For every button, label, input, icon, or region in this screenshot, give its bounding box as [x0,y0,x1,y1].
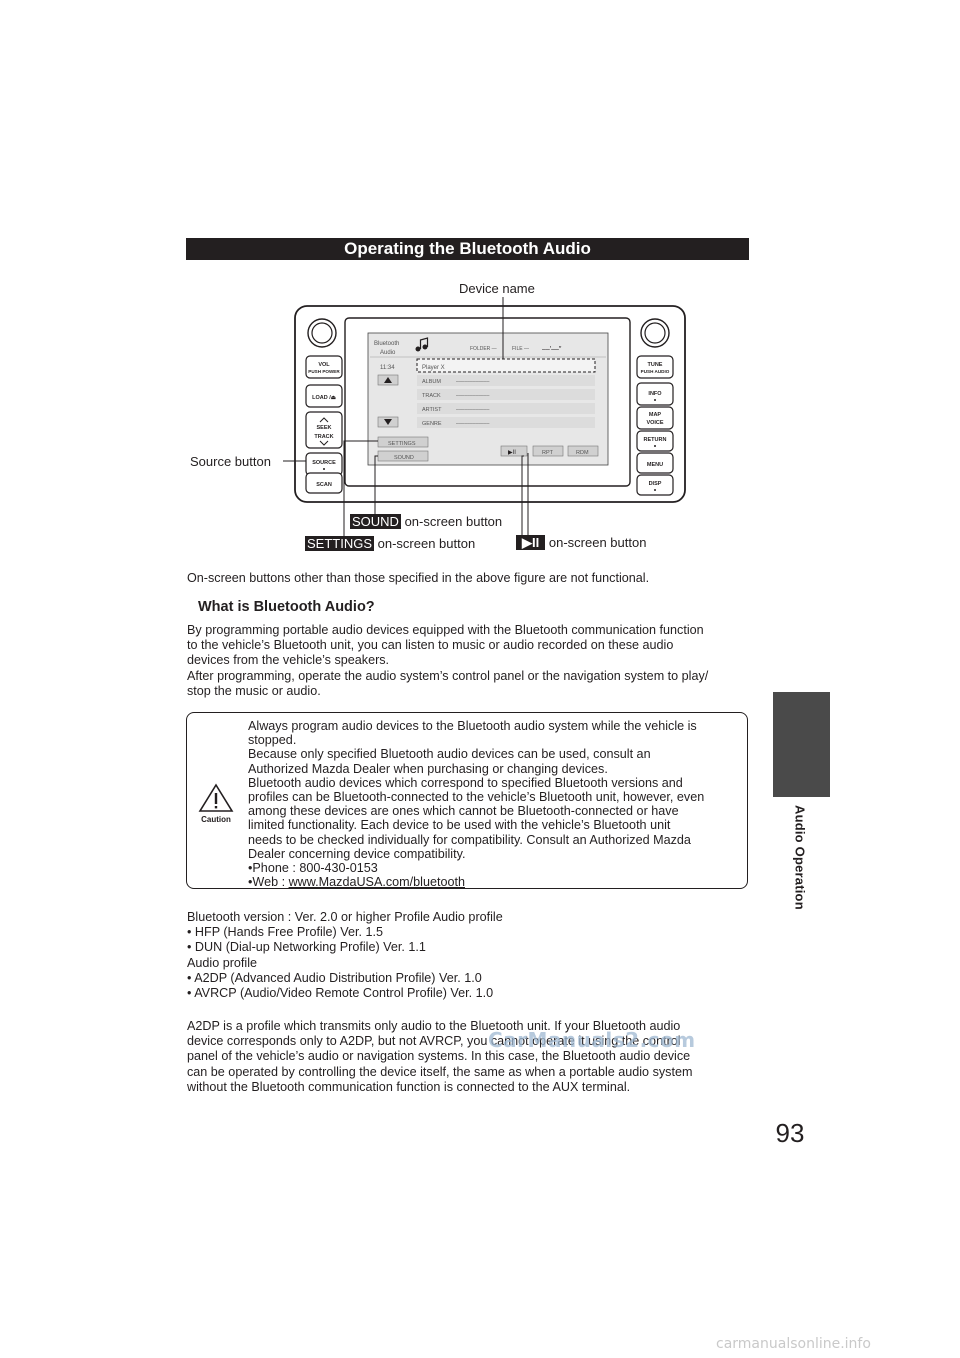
sound-onscreen-button: SOUND [377,450,429,462]
sound-callout-text: on-screen button [404,514,503,529]
page-number: 93 [775,1118,805,1148]
svg-text:––––––––––––: –––––––––––– [456,393,490,399]
settings-tag: SETTINGS [305,536,375,551]
chapter-label: Audio Operation [760,805,840,910]
sound-callout: SOUND on-screen button [350,514,502,529]
callout-lines [283,297,529,544]
device-name-callout: Device name [459,281,535,296]
svg-text:FOLDER —: FOLDER — [470,346,497,352]
svg-text:ALBUM: ALBUM [422,379,441,385]
vol-button: VOL PUSH POWER [305,355,343,379]
svg-text:VOICE: VOICE [646,420,663,426]
sound-tag: SOUND [350,514,401,529]
svg-text:SOURCE: SOURCE [312,460,336,466]
svg-text:––––––––––––: –––––––––––– [456,421,490,427]
svg-text:Player X: Player X [422,365,445,371]
tune-button: TUNE PUSH AUDIO [636,355,674,379]
load-button: LOAD /⏏ [305,384,343,408]
a2dp-paragraph: A2DP is a profile which transmits only a… [187,1019,693,1094]
music-note-icon [415,337,429,352]
svg-text:––′––″: ––′––″ [542,346,562,353]
play-callout-text: on-screen button [548,535,647,550]
svg-text:TRACK: TRACK [314,434,333,440]
section-heading: What is Bluetooth Audio? [198,599,375,615]
bluetooth-specs: Bluetooth version : Ver. 2.0 or higher P… [187,910,503,1001]
source-button: SOURCE [305,452,343,476]
return-button: RETURN [636,430,674,452]
settings-callout-text: on-screen button [377,536,476,551]
svg-text:VOL: VOL [318,362,330,368]
chapter-label-text: Audio Operation [792,805,808,910]
caution-text: Always program audio devices to the Blue… [248,719,705,890]
play-pause-onscreen-button: ▶II [500,445,528,457]
svg-text:SOUND: SOUND [394,455,414,461]
svg-text:Bluetooth: Bluetooth [374,341,399,347]
svg-text:11:34: 11:34 [380,365,395,371]
svg-text:Caution: Caution [201,815,231,824]
intro-paragraph: By programming portable audio devices eq… [187,623,709,698]
svg-text:MAP: MAP [649,412,662,418]
info-rows: ALBUM –––––––––––– TRACK –––––––––––– AR… [417,375,595,428]
svg-text:SCAN: SCAN [316,482,332,488]
svg-text:▶II: ▶II [508,450,516,456]
svg-text:Audio: Audio [380,350,396,356]
play-callout: ▶II on-screen button [516,535,646,551]
svg-text:INFO: INFO [648,391,662,397]
chapter-tab [773,692,830,797]
site-watermark: carmanualsonline.info [716,1336,871,1352]
info-button: INFO [636,382,674,406]
menu-button: MENU [636,452,674,474]
play-pause-icon: ▶II [516,535,546,550]
svg-text:FILE —: FILE — [512,346,529,352]
head-unit-figure: VOL PUSH POWER LOAD /⏏ SEEK TRACK SOURCE… [283,297,686,544]
watermark: CarManuals2.com [488,1028,696,1052]
svg-text:DISP: DISP [649,481,662,487]
svg-text:––––––––––––: –––––––––––– [456,379,490,385]
scan-button: SCAN [305,472,343,494]
source-button-callout: Source button [190,454,271,469]
svg-text:––––––––––––: –––––––––––– [456,407,490,413]
svg-text:RDM: RDM [576,450,589,456]
svg-text:RPT: RPT [542,450,554,456]
svg-text:LOAD /⏏: LOAD /⏏ [312,395,337,401]
device-name-field [416,358,596,373]
svg-text:SETTINGS: SETTINGS [388,441,416,447]
svg-text:PUSH POWER: PUSH POWER [308,369,340,374]
caution-icon: Caution [198,783,234,824]
figure-note: On-screen buttons other than those speci… [187,571,650,585]
disp-button: DISP [636,474,674,496]
mazda-bluetooth-link[interactable]: www.MazdaUSA.com/bluetooth [288,875,465,890]
svg-text:TRACK: TRACK [422,393,441,399]
svg-text:GENRE: GENRE [422,421,442,427]
caution-box [186,712,748,889]
settings-callout: SETTINGS on-screen button [305,536,475,551]
settings-onscreen-button: SETTINGS [377,436,429,448]
svg-text:SEEK: SEEK [317,425,332,431]
svg-text:TUNE: TUNE [648,362,663,368]
svg-text:MENU: MENU [647,462,663,468]
section-title: Operating the Bluetooth Audio [186,238,749,260]
svg-text:RETURN: RETURN [644,437,667,443]
rdm-onscreen-button: RDM [567,445,599,457]
seek-track-button: SEEK TRACK [305,411,343,449]
svg-text:ARTIST: ARTIST [422,407,442,413]
map-voice-button: MAP VOICE [636,406,674,430]
svg-text:PUSH AUDIO: PUSH AUDIO [641,369,670,374]
rpt-onscreen-button: RPT [532,445,564,457]
